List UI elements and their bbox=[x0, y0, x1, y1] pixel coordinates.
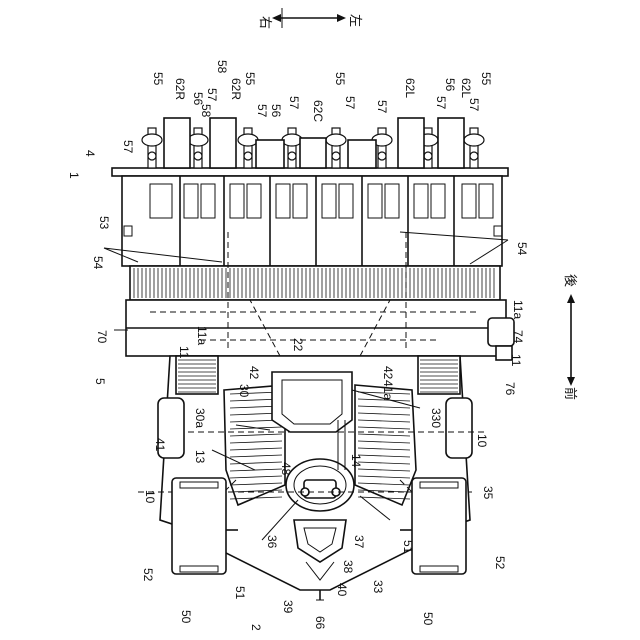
left-direction-label: 左 bbox=[347, 14, 362, 27]
reference-numeral: 62L bbox=[459, 78, 473, 98]
reference-numeral: 11a bbox=[195, 326, 209, 345]
reference-numeral: 55 bbox=[333, 72, 347, 86]
reference-numeral: 57 bbox=[375, 100, 389, 114]
reference-numeral: 56 bbox=[191, 92, 205, 106]
reference-numeral: 330 bbox=[429, 408, 443, 428]
reference-numeral: 39 bbox=[281, 600, 295, 614]
reference-numeral: 70 bbox=[95, 330, 109, 344]
reference-numeral: 11 bbox=[177, 346, 191, 359]
reference-numeral: 4 bbox=[83, 150, 97, 157]
reference-numeral: 66 bbox=[313, 616, 327, 630]
reference-numeral: 10 bbox=[475, 434, 489, 448]
reference-numeral: 48 bbox=[279, 462, 293, 476]
reference-numeral: 55 bbox=[243, 72, 257, 86]
reference-numeral: 76 bbox=[503, 382, 517, 396]
reference-numeral: 53 bbox=[97, 216, 111, 230]
reference-numeral: 50 bbox=[421, 612, 435, 626]
reference-numeral: 11 bbox=[509, 354, 523, 367]
reference-numeral: 41a bbox=[381, 380, 395, 400]
reference-numeral: 50 bbox=[179, 610, 193, 624]
reference-numeral: 13 bbox=[193, 450, 207, 464]
reference-numeral: 55 bbox=[479, 72, 493, 86]
reference-numeral: 1 bbox=[67, 172, 81, 179]
reference-numeral: 22 bbox=[291, 338, 305, 352]
reference-numeral: 35 bbox=[481, 486, 495, 500]
reference-numeral: 11a bbox=[511, 300, 525, 319]
reference-numeral: 57 bbox=[121, 140, 135, 154]
reference-numeral: 57 bbox=[434, 96, 448, 110]
reference-numeral: 62L bbox=[403, 78, 417, 98]
reference-numeral: 41 bbox=[153, 438, 167, 452]
rear-direction-label: 後 bbox=[562, 274, 577, 287]
reference-numeral: 57 bbox=[205, 88, 219, 102]
reference-numeral: 57 bbox=[255, 104, 269, 118]
reference-numeral: 56 bbox=[269, 104, 283, 118]
reference-numeral: 62R bbox=[173, 78, 187, 100]
reference-numeral: 37 bbox=[352, 535, 366, 549]
reference-numeral: 54 bbox=[91, 256, 105, 270]
reference-numeral: 5 bbox=[93, 378, 107, 385]
reference-numeral: 56 bbox=[443, 78, 457, 92]
reference-numeral: 30a bbox=[193, 408, 207, 428]
reference-numeral: 74 bbox=[511, 330, 525, 344]
reference-numeral: 36 bbox=[265, 535, 279, 549]
reference-numeral: 58 bbox=[199, 104, 213, 118]
reference-numeral: 52 bbox=[141, 568, 155, 582]
reference-numeral: 40 bbox=[335, 583, 349, 597]
reference-numeral: 42 bbox=[247, 366, 261, 380]
reference-numeral: 57 bbox=[343, 96, 357, 110]
reference-numeral: 57 bbox=[467, 98, 481, 112]
reference-numeral: 33 bbox=[371, 580, 385, 594]
reference-numeral: 57 bbox=[287, 96, 301, 110]
reference-numeral: 58 bbox=[215, 60, 229, 74]
left-right-direction-indicator: 右 左 bbox=[257, 8, 362, 29]
reference-numeral: 38 bbox=[341, 560, 355, 574]
right-direction-label: 右 bbox=[257, 16, 272, 29]
reference-numeral: 51 bbox=[233, 586, 247, 600]
reference-numeral: 52 bbox=[493, 556, 507, 570]
planting-device bbox=[112, 118, 508, 300]
reference-numeral: 55 bbox=[151, 72, 165, 86]
reference-numeral: 10 bbox=[143, 490, 157, 504]
reference-numeral: 54 bbox=[515, 242, 529, 256]
reference-numeral: 42 bbox=[381, 366, 395, 380]
reference-numeral: 2 bbox=[249, 624, 263, 631]
front-direction-label: 前 bbox=[562, 387, 578, 400]
reference-numeral: 30 bbox=[237, 384, 251, 398]
reference-numeral: 14 bbox=[349, 454, 363, 468]
reference-numeral: 62C bbox=[311, 100, 325, 122]
reference-numeral: 51 bbox=[401, 540, 415, 554]
seedling-table bbox=[122, 176, 502, 266]
front-rear-direction-indicator: 後 前 bbox=[562, 274, 578, 400]
reference-numeral: 62R bbox=[229, 78, 243, 100]
